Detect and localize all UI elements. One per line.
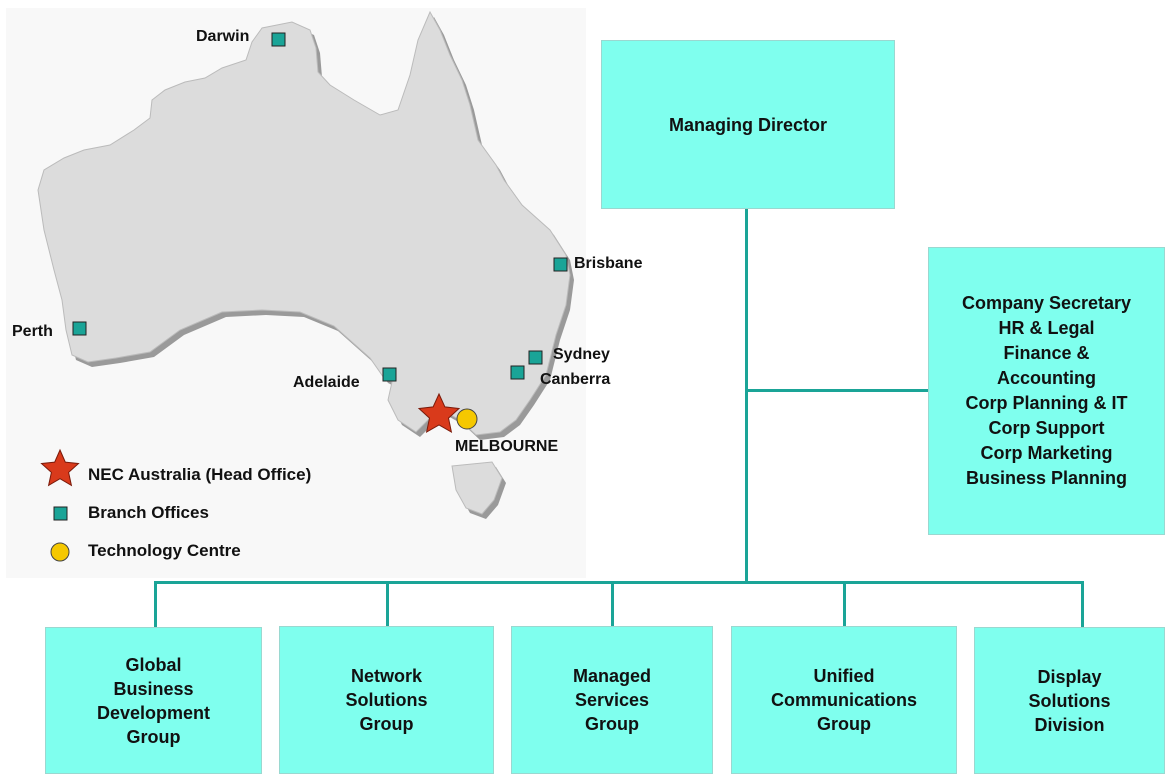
managing-director-box: Managing Director	[601, 40, 895, 209]
darwin-branch-marker	[271, 32, 286, 47]
corporate-function-item: HR & Legal	[998, 318, 1095, 338]
division-box-global-business-development: Global Business Development Group	[45, 627, 262, 774]
melbourne-label: MELBOURNE	[455, 438, 559, 455]
division-label-line: Group	[359, 714, 414, 734]
australia-mainland	[37, 10, 571, 436]
division-connector-2	[386, 581, 389, 627]
canberra-branch-marker	[510, 365, 525, 380]
division-label-line: Display	[1037, 666, 1102, 687]
division-label-line: Global	[125, 654, 182, 675]
division-label-line: Managed	[572, 666, 651, 686]
division-label-line: Solutions	[1028, 690, 1111, 711]
adelaide-label: Adelaide	[293, 374, 360, 391]
corporate-functions-box: Company Secretary HR & Legal Finance & A…	[928, 247, 1165, 535]
vertical-trunk-connector	[745, 209, 748, 584]
division-connector-5	[1081, 581, 1084, 627]
corporate-function-item: Corp Marketing	[980, 443, 1113, 463]
legend-head-office-label: NEC Australia (Head Office)	[88, 465, 312, 484]
corporate-function-item: Corp Planning & IT	[965, 393, 1128, 413]
division-label-line: Development	[96, 702, 211, 723]
sydney-label: Sydney	[553, 346, 610, 363]
technology-centre-marker	[456, 408, 478, 430]
divisions-horizontal-connector	[154, 581, 1084, 584]
head-office-star	[417, 392, 461, 433]
adelaide-branch-marker	[382, 367, 397, 382]
division-label-line: Unified	[813, 666, 875, 686]
division-label-line: Group	[126, 726, 181, 747]
division-label-line: Group	[584, 714, 639, 734]
legend-technology-centre-label: Technology Centre	[88, 541, 241, 560]
division-label-line: Solutions	[345, 690, 428, 710]
corporate-branch-connector	[745, 389, 930, 392]
australia-map	[37, 10, 574, 562]
corporate-function-item: Company Secretary	[961, 293, 1132, 313]
corporate-function-item: Accounting	[996, 368, 1096, 388]
division-connector-1	[154, 581, 157, 627]
division-label-line: Services	[574, 690, 650, 710]
legend-star-icon	[40, 448, 80, 487]
division-box-unified-communications: Unified Communications Group	[731, 626, 957, 774]
legend-branch-offices-label: Branch Offices	[88, 503, 209, 522]
division-label-line: Group	[816, 714, 871, 734]
perth-branch-marker	[72, 321, 87, 336]
division-label-line: Communications	[770, 690, 917, 710]
corporate-function-item: Business Planning	[965, 468, 1128, 488]
division-box-managed-services: Managed Services Group	[511, 626, 713, 774]
division-connector-3	[611, 581, 614, 627]
legend-branch-icon	[53, 506, 68, 521]
division-label-line: Division	[1034, 714, 1105, 735]
division-box-network-solutions: Network Solutions Group	[279, 626, 494, 774]
legend-technology-icon	[50, 542, 70, 562]
canberra-label: Canberra	[540, 371, 611, 388]
managing-director-label: Managing Director	[668, 114, 828, 135]
division-connector-4	[843, 581, 846, 627]
division-label-line: Network	[350, 666, 422, 686]
brisbane-label: Brisbane	[574, 255, 643, 272]
brisbane-branch-marker	[553, 257, 568, 272]
darwin-label: Darwin	[196, 28, 250, 45]
division-box-display-solutions: Display Solutions Division	[974, 627, 1165, 774]
division-label-line: Business	[113, 678, 194, 699]
corporate-function-item: Corp Support	[988, 418, 1105, 438]
perth-label: Perth	[12, 323, 53, 340]
tasmania	[451, 461, 503, 515]
corporate-function-item: Finance &	[1003, 343, 1090, 363]
sydney-branch-marker	[528, 350, 543, 365]
